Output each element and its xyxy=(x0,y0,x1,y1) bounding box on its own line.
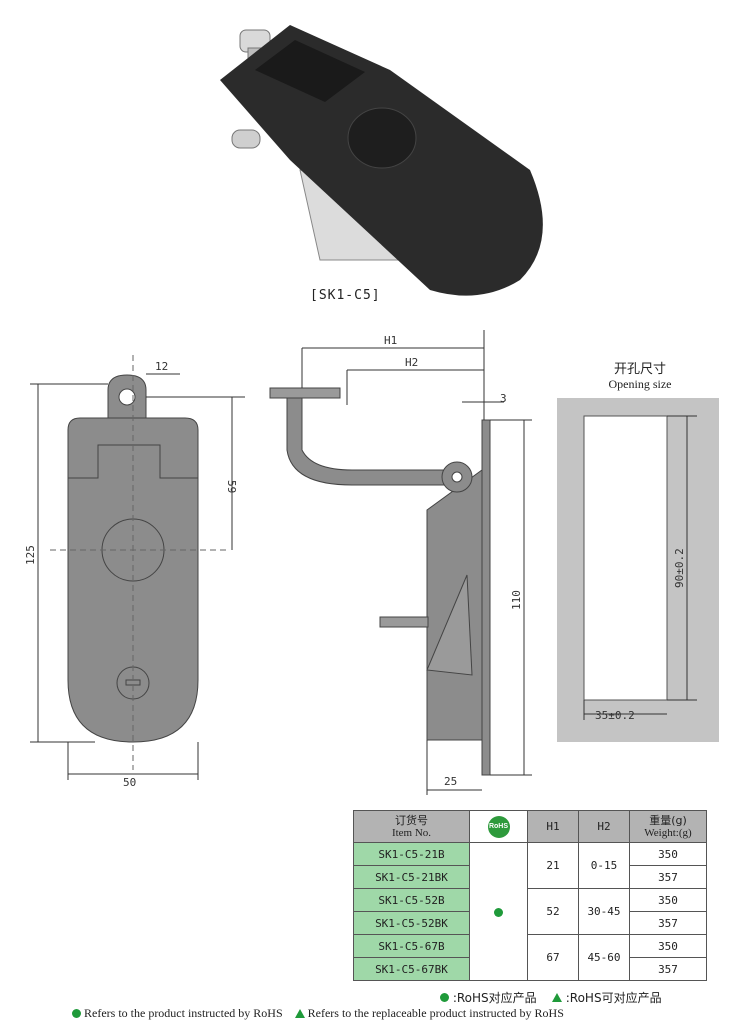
opening-title-en: Opening size xyxy=(608,377,672,391)
table-header: 订货号 Item No. RoHS H1 H2 重量(g) Weight:(g) xyxy=(353,810,707,843)
table-row: SK1-C5-52BK 357 xyxy=(353,911,707,935)
dim-90: 90±0.2 xyxy=(673,548,686,588)
side-view-drawing: H1 H2 3 110 25 xyxy=(269,330,532,795)
product-caption: [SK1-C5] xyxy=(310,288,381,303)
dim-3: 3 xyxy=(500,392,507,405)
table-row: SK1-C5-21B 21 0-15 350 xyxy=(353,842,707,981)
th-h1: H1 xyxy=(527,810,579,843)
table-row: SK1-C5-52B 52 30-45 350 xyxy=(353,888,707,935)
replaceable-triangle-icon xyxy=(294,1008,305,1018)
dim-h1: H1 xyxy=(384,334,397,347)
rohs-dot-icon xyxy=(440,993,449,1002)
table-row: SK1-C5-67BK 357 xyxy=(353,957,707,981)
dim-59: 59 xyxy=(225,480,238,493)
legend-cn: :RoHS对应产品 :RoHS可对应产品 xyxy=(440,989,662,1006)
dim-h2: H2 xyxy=(405,356,418,369)
legend-en: Refers to the product instructed by RoHS… xyxy=(72,1005,564,1021)
table-row: SK1-C5-21BK 357 xyxy=(353,865,707,889)
th-rohs: RoHS xyxy=(469,810,528,843)
dim-125: 125 xyxy=(24,545,37,565)
front-recess xyxy=(68,444,198,479)
dim-50: 50 xyxy=(123,776,136,789)
rohs-badge-icon: RoHS xyxy=(487,815,510,838)
lower-screw xyxy=(231,129,261,149)
side-plate xyxy=(481,419,491,776)
opening-title-cn: 开孔尺寸 xyxy=(613,362,666,377)
dim-110: 110 xyxy=(510,590,523,610)
dim-35: 35±0.2 xyxy=(595,709,635,722)
spec-table: 订货号 Item No. RoHS H1 H2 重量(g) Weight:(g)… xyxy=(353,810,707,981)
th-h2: H2 xyxy=(578,810,630,843)
opening-panel: 90±0.2 35±0.2 xyxy=(557,398,719,742)
side-top-screw xyxy=(269,387,341,399)
th-item: 订货号 Item No. xyxy=(353,810,470,843)
side-hook-arm xyxy=(286,387,458,486)
dim-25: 25 xyxy=(444,775,457,788)
replaceable-triangle-icon xyxy=(551,993,562,1002)
th-weight: 重量(g) Weight:(g) xyxy=(629,810,707,843)
dim-12: 12 xyxy=(155,360,168,373)
push-button xyxy=(347,107,417,169)
opening-cutout xyxy=(583,415,668,701)
handle-grip xyxy=(255,40,365,102)
side-bottom-screw xyxy=(379,616,429,628)
rohs-dot-icon xyxy=(72,1008,81,1018)
opening-title: 开孔尺寸 Opening size xyxy=(600,362,680,392)
rohs-cell xyxy=(469,842,528,981)
front-view-drawing: 12 59 125 50 xyxy=(24,355,245,789)
rohs-dot-icon xyxy=(494,907,503,917)
product-photo xyxy=(220,25,543,296)
table-row: SK1-C5-67B 67 45-60 350 xyxy=(353,934,707,981)
